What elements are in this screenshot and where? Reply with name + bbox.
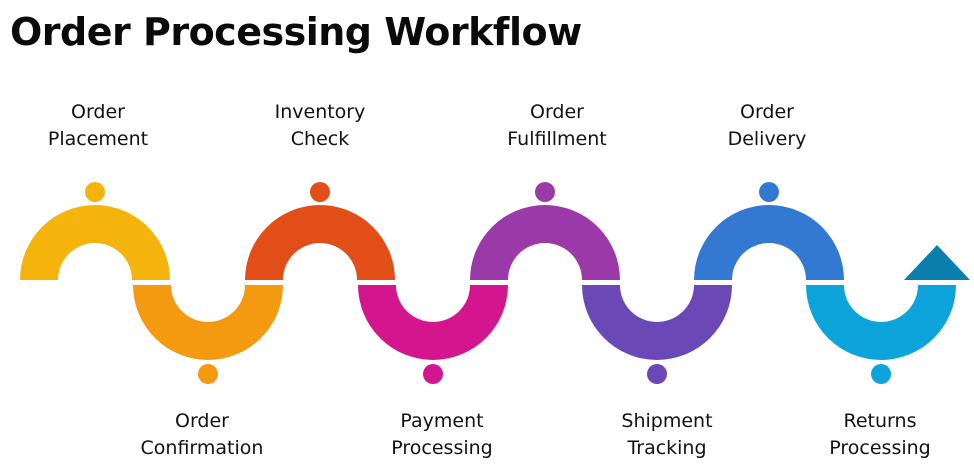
step-3-label-line2: Check (290, 128, 350, 150)
step-3-label-line1: Inventory (274, 101, 366, 123)
step-5-label-line1: Order (530, 101, 584, 123)
step-1-arc (20, 205, 170, 280)
step-7-marker-dot (759, 182, 779, 202)
step-6-shipment-tracking (582, 285, 732, 384)
step-8-arc (806, 285, 956, 360)
step-5-order-fulfillment (470, 182, 620, 280)
step-2-order-confirmation (133, 285, 283, 384)
step-6-label-line1: Shipment (621, 410, 713, 432)
arrow-head-icon (904, 245, 970, 280)
step-3-label: Inventory Check (245, 99, 395, 153)
step-3-inventory-check (245, 182, 395, 280)
step-4-label-line2: Processing (391, 437, 493, 459)
step-7-order-delivery (694, 182, 844, 280)
step-2-label-line1: Order (175, 410, 229, 432)
step-2-arc (133, 285, 283, 360)
step-8-returns-processing (806, 245, 970, 384)
step-5-marker-dot (535, 182, 555, 202)
step-7-arc (694, 205, 844, 280)
step-3-arc (245, 205, 395, 280)
step-1-label: Order Placement (23, 99, 173, 153)
step-2-marker-dot (198, 364, 218, 384)
step-6-marker-dot (647, 364, 667, 384)
step-8-label: Returns Processing (805, 408, 955, 462)
step-1-label-line1: Order (71, 101, 125, 123)
step-7-label-line2: Delivery (727, 128, 807, 150)
diagram-title: Order Processing Workflow (10, 10, 582, 54)
step-7-label: Order Delivery (692, 99, 842, 153)
step-8-marker-dot (871, 364, 891, 384)
step-1-marker-dot (85, 182, 105, 202)
step-2-label: Order Confirmation (127, 408, 277, 462)
step-1-label-line2: Placement (47, 128, 149, 150)
step-6-arc (582, 285, 732, 360)
step-6-label-line2: Tracking (627, 437, 707, 459)
step-4-payment-processing (358, 285, 508, 384)
step-1-order-placement (20, 182, 170, 280)
step-4-arc (358, 285, 508, 360)
step-8-label-line1: Returns (843, 410, 917, 432)
step-5-arc (470, 205, 620, 280)
step-4-marker-dot (423, 364, 443, 384)
step-8-label-line2: Processing (829, 437, 931, 459)
step-7-label-line1: Order (740, 101, 794, 123)
step-4-label: Payment Processing (367, 408, 517, 462)
step-5-label: Order Fulfillment (482, 99, 632, 153)
step-3-marker-dot (310, 182, 330, 202)
step-6-label: Shipment Tracking (592, 408, 742, 462)
step-5-label-line2: Fulfillment (507, 128, 607, 150)
step-4-label-line1: Payment (400, 410, 484, 432)
step-2-label-line2: Confirmation (140, 437, 264, 459)
